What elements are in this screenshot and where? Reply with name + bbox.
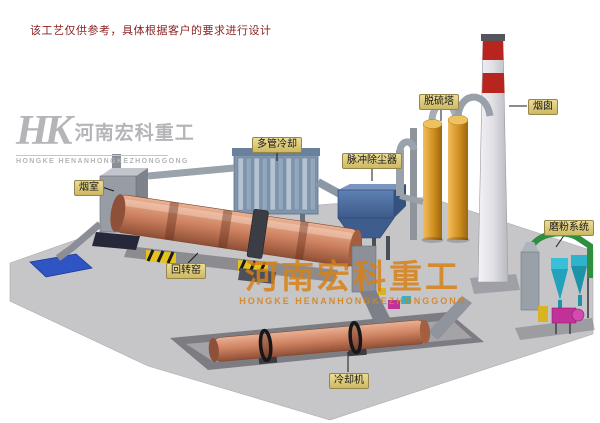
label-grinding-system: 磨粉系统 (544, 220, 594, 236)
pulse-dust-collector (337, 138, 424, 262)
kiln-drive-base (238, 268, 276, 284)
label-chimney: 烟囱 (528, 99, 558, 115)
logo-company-name-en: HONGKE HENANHONGKEZHONGGONG (16, 155, 187, 165)
cooler-cylinder (208, 319, 431, 365)
logo: HK 河南宏科重工 HONGKE HENANHONGKEZHONGGONG (16, 108, 194, 165)
label-multi-tube-cooler: 多管冷却 (252, 137, 302, 153)
label-rotary-kiln: 回转窑 (166, 263, 206, 279)
transfer-housing (351, 245, 472, 340)
desulfurization-towers (410, 93, 494, 243)
leader-lines (101, 105, 566, 372)
logo-monogram: HK (16, 108, 73, 154)
label-pulse-dust-collector: 脉冲除尘器 (342, 153, 402, 169)
multi-tube-cooler (147, 148, 342, 244)
label-cooler: 冷却机 (329, 373, 369, 389)
label-smoke-chamber: 烟室 (74, 180, 104, 196)
logo-company-name: 河南宏科重工 (74, 122, 195, 144)
label-desulfurization-tower: 脱硫塔 (419, 94, 459, 110)
disclaimer-text: 该工艺仅供参考，具体根据客户的要求进行设计 (30, 25, 272, 37)
rotary-kiln (110, 194, 362, 268)
